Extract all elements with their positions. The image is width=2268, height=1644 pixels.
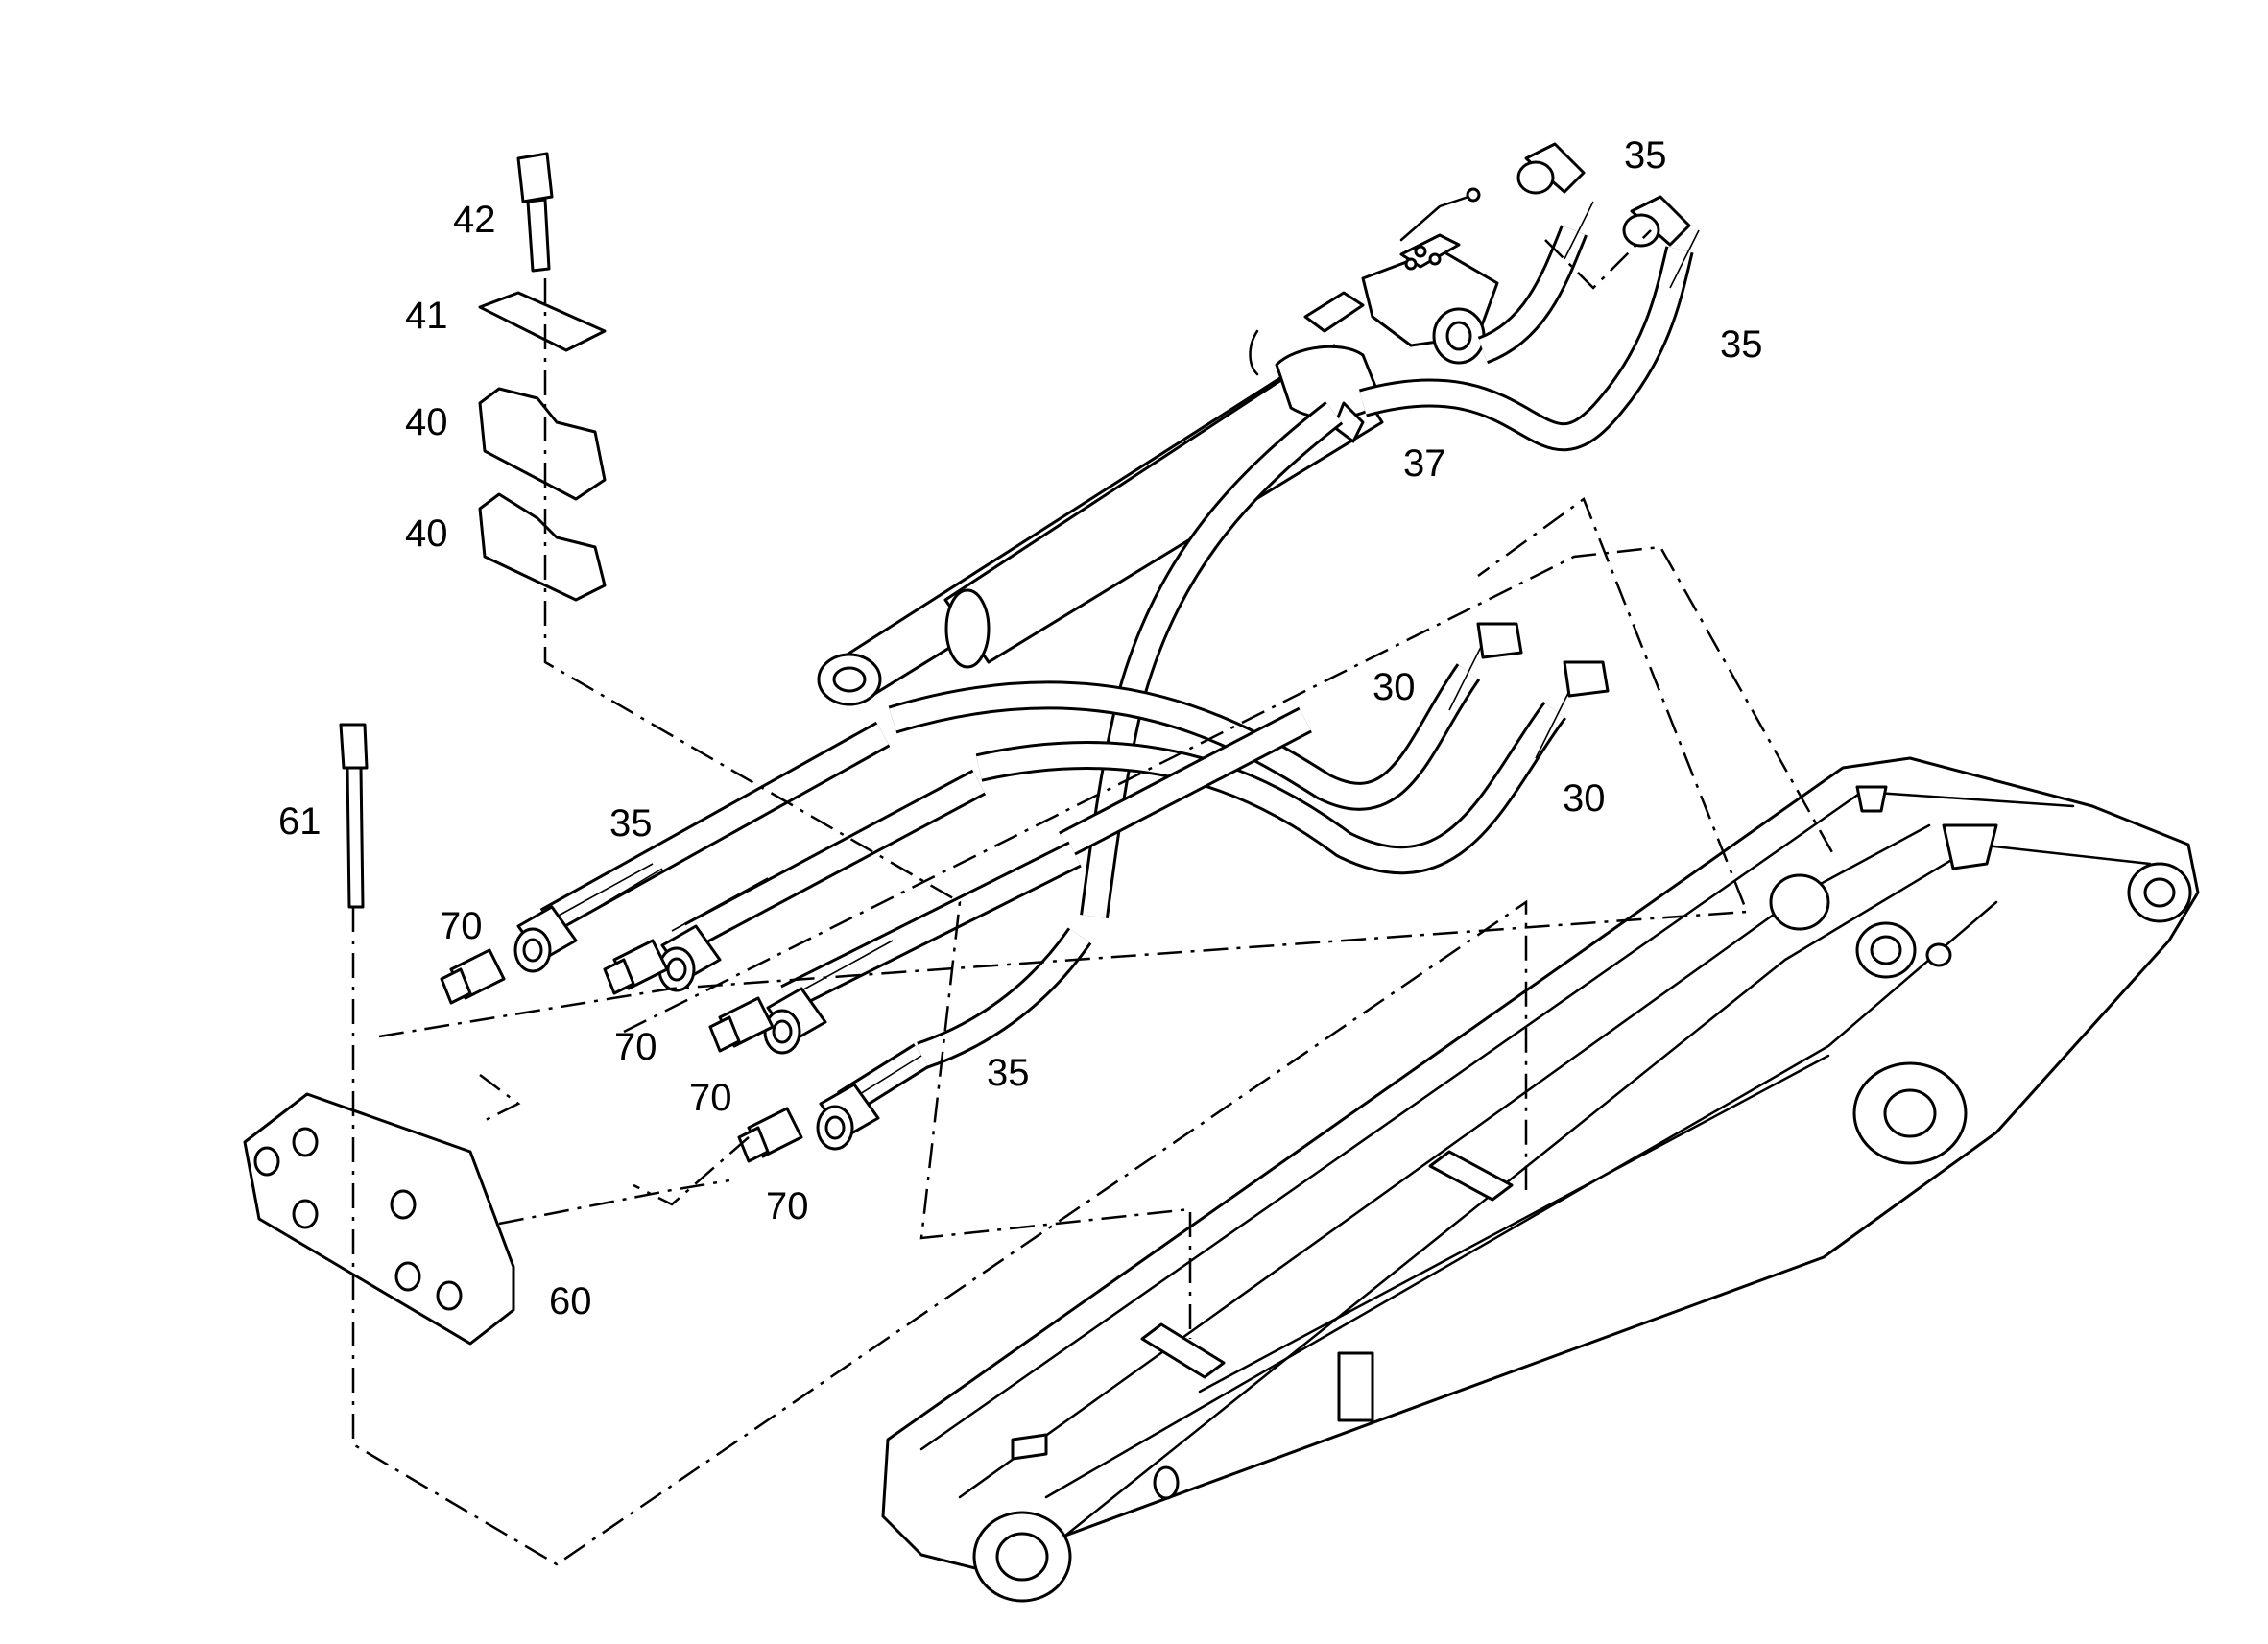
label-70-lower-left: 70	[689, 1077, 732, 1119]
connectors	[440, 939, 803, 1163]
leader-lines	[351, 229, 1835, 1566]
label-35-right: 35	[1720, 323, 1763, 366]
clamp-stack	[478, 152, 607, 602]
block-60	[243, 1092, 515, 1346]
label-42: 42	[453, 199, 496, 241]
bolt-61	[339, 723, 369, 909]
label-61: 61	[278, 800, 322, 843]
label-70-bottom: 70	[766, 1185, 809, 1227]
boom-arm	[881, 756, 2200, 1603]
label-35-top: 35	[1624, 134, 1667, 177]
label-60: 60	[549, 1280, 592, 1322]
label-70-upper-left: 70	[440, 905, 483, 947]
hose-fittings	[513, 142, 1691, 1151]
label-35-left: 35	[609, 802, 653, 845]
label-37: 37	[1403, 442, 1446, 485]
label-41: 41	[405, 295, 448, 337]
label-40-upper: 40	[405, 401, 448, 443]
label-30-lower: 30	[1563, 777, 1606, 820]
label-70-middle: 70	[614, 1026, 657, 1068]
callout-labels: 30 30 35 35 35 35 37 40 40 41 42 60 61 7…	[278, 134, 1763, 1322]
label-30-upper: 30	[1373, 666, 1416, 708]
label-35-lower: 35	[987, 1052, 1030, 1094]
hoses	[539, 201, 1700, 1116]
label-40-lower: 40	[405, 512, 448, 555]
